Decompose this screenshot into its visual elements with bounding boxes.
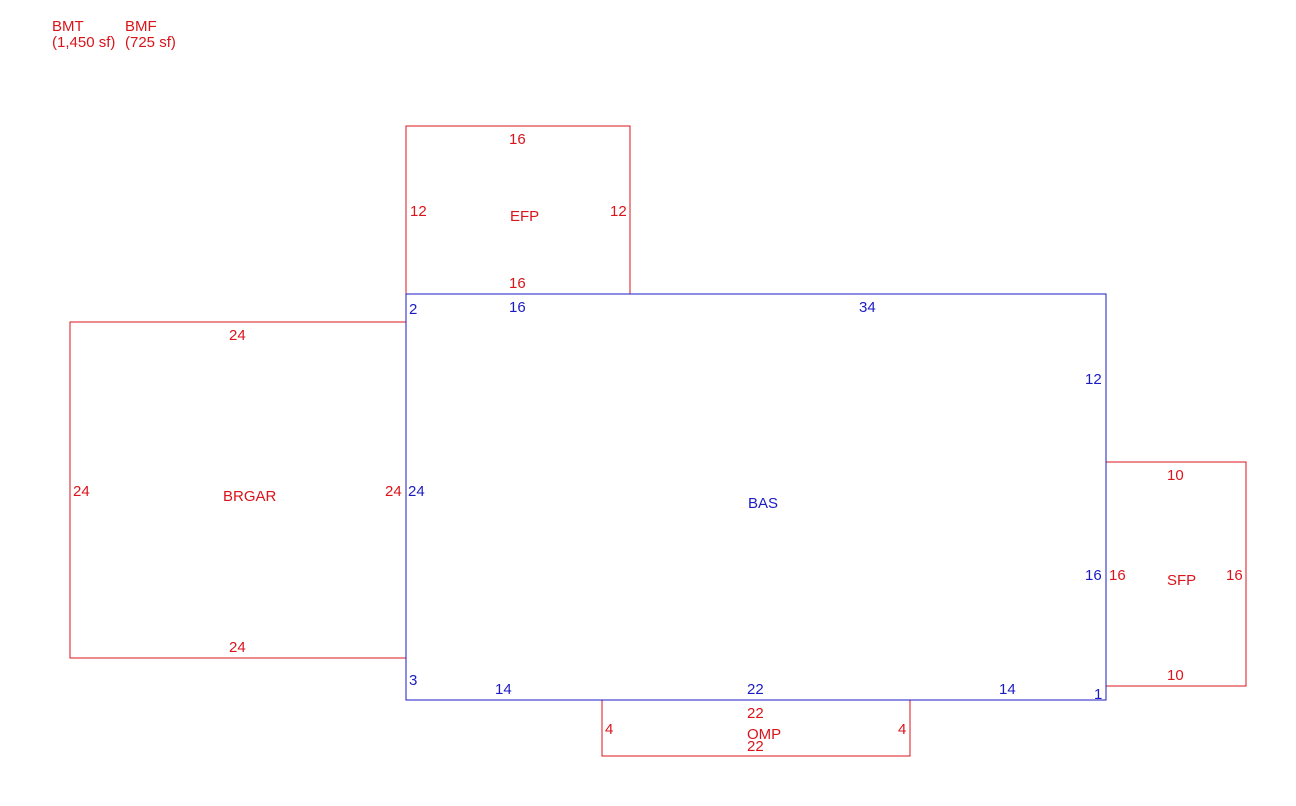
efp-area: 16 16 12 12 EFP	[405, 125, 631, 294]
bas-right-lower-dimension: 16	[1085, 567, 1102, 584]
sfp-right-dimension: 16	[1226, 567, 1243, 584]
bas-top-right-dimension: 34	[859, 299, 876, 316]
bas-left-dimension: 24	[408, 483, 425, 500]
bas-right-upper-dimension: 12	[1085, 371, 1102, 388]
bas-vertex-3: 3	[409, 672, 417, 689]
omp-label: OMP	[747, 726, 781, 743]
bas-vertex-1: 1	[1094, 686, 1102, 703]
sfp-outline	[1106, 461, 1247, 687]
efp-left-dimension: 12	[410, 203, 427, 220]
brgar-area: 24 24 24 24 BRGAR	[69, 321, 406, 659]
sfp-left-dimension: 16	[1109, 567, 1126, 584]
legend-code-bmt: BMT	[52, 18, 84, 35]
bas-bottom-mid-dimension: 22	[747, 681, 764, 698]
efp-top-dimension: 16	[509, 131, 526, 148]
brgar-top-dimension: 24	[229, 327, 246, 344]
omp-bottom-dimension: 22	[747, 738, 764, 755]
brgar-bottom-dimension: 24	[229, 639, 246, 656]
sfp-label: SFP	[1167, 572, 1196, 589]
bas-area: 16 34 12 16 24 14 22 14 2 3 1 BAS	[405, 293, 1107, 703]
bas-bottom-left-dimension: 14	[495, 681, 512, 698]
bas-outline	[405, 293, 1107, 701]
sfp-top-dimension: 10	[1167, 467, 1184, 484]
bas-top-left-dimension: 16	[509, 299, 526, 316]
brgar-left-dimension: 24	[73, 483, 90, 500]
brgar-right-dimension: 24	[385, 483, 402, 500]
omp-top-dimension: 22	[747, 705, 764, 722]
efp-bottom-dimension: 16	[509, 275, 526, 292]
legend-code-bmf: BMF	[125, 18, 157, 35]
brgar-label: BRGAR	[223, 488, 277, 505]
bas-bottom-right-dimension: 14	[999, 681, 1016, 698]
legend: BMT (1,450 sf) BMF (725 sf)	[52, 18, 176, 51]
legend-area-bmf: (725 sf)	[125, 34, 176, 51]
legend-area-bmt: (1,450 sf)	[52, 34, 115, 51]
omp-left-dimension: 4	[605, 721, 613, 738]
omp-right-dimension: 4	[898, 721, 906, 738]
efp-right-dimension: 12	[610, 203, 627, 220]
sfp-bottom-dimension: 10	[1167, 667, 1184, 684]
omp-outline	[601, 700, 911, 757]
sfp-area: 10 10 16 16 SFP	[1106, 461, 1247, 687]
brgar-outline	[69, 321, 406, 659]
efp-outline	[405, 125, 631, 294]
bas-vertex-2: 2	[409, 301, 417, 318]
omp-area: 22 22 4 4 OMP	[601, 700, 911, 757]
bas-label: BAS	[748, 495, 778, 512]
efp-label: EFP	[510, 208, 539, 225]
